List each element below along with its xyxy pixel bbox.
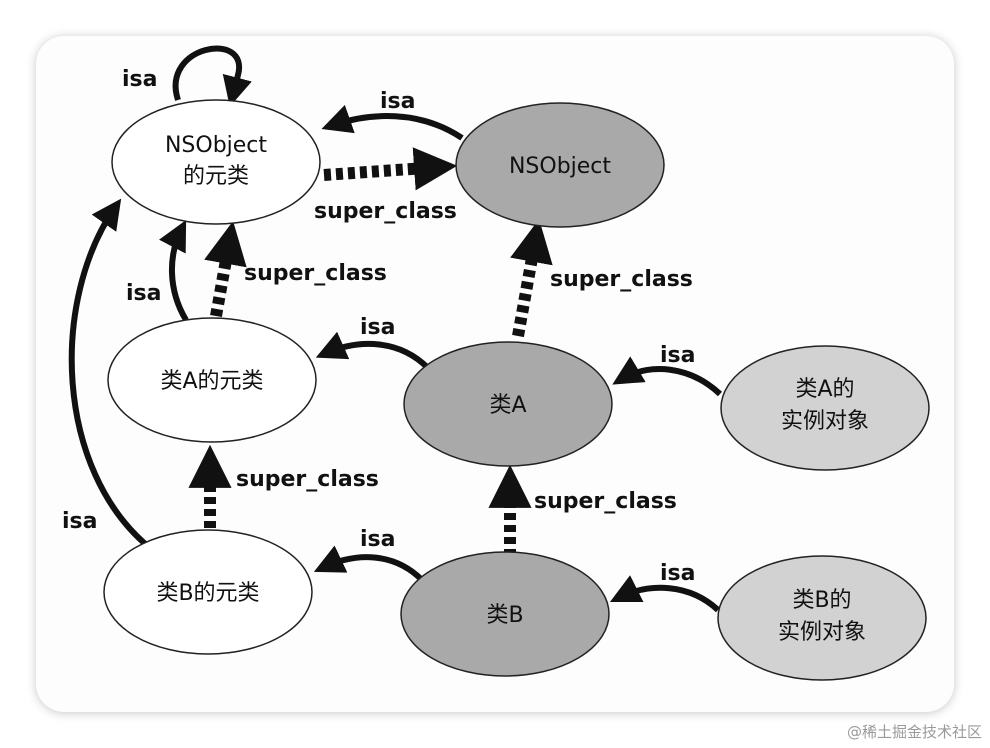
isa-nsobject-to-meta-arrow [321,104,464,141]
isa-classB-to-meta-arrow [313,545,425,583]
isa-instanceA-to-classA-arrow [612,356,723,397]
label-super-classA: super_class [550,267,693,292]
label-isa-classB-meta: isa [62,509,97,534]
label-isa-instanceA: isa [660,343,695,368]
label-super-nsobject-meta: super_class [314,199,457,224]
super-meta-to-nsobject-arrow [323,147,458,191]
label-isa-nsobject: isa [380,89,415,114]
node-classB-meta: 类B的元类 [103,529,313,655]
label-super-classB-meta: super_class [236,467,379,492]
node-nsobject-meta-line1: NSObject [165,133,267,158]
label-isa-self: isa [122,67,157,92]
node-instanceB-line1: 类B的 [792,588,851,613]
isa-classB-meta-to-root-arrow [68,198,152,551]
isa-instanceB-to-classB-arrow [609,575,721,613]
label-isa-classB: isa [360,527,395,552]
node-classB: 类B [400,551,610,677]
node-classA-meta: 类A的元类 [107,317,317,443]
isa-classA-to-meta-arrow [315,331,431,371]
label-isa-instanceB: isa [660,561,695,586]
label-super-classB: super_class [534,489,677,514]
label-isa-classA-meta: isa [126,281,161,306]
super-classA-meta-to-root-arrow [204,220,247,318]
isa-self-loop-arrow [172,45,252,107]
label-isa-classA: isa [360,315,395,340]
node-instanceA: 类A的 实例对象 [720,345,930,471]
node-classA-label: 类A [489,393,526,418]
node-classB-label: 类B [486,603,523,628]
node-instanceA-line1: 类A的 [795,377,854,402]
label-super-classA-meta: super_class [244,261,387,286]
node-nsobject-label: NSObject [509,154,611,179]
node-classA-meta-label: 类A的元类 [160,369,263,394]
super-classA-to-nsobject-arrow [510,218,553,338]
node-nsobject-meta: NSObject 的元类 [111,99,321,225]
isa-classA-meta-to-root-arrow [159,220,189,322]
node-instanceB: 类B的 实例对象 [717,555,927,681]
node-nsobject: NSObject [455,102,665,228]
node-nsobject-meta-line2: 的元类 [183,164,249,189]
node-instanceA-line2: 实例对象 [781,409,869,434]
node-instanceB-line2: 实例对象 [778,620,866,645]
node-classB-meta-label: 类B的元类 [156,581,259,606]
node-classA: 类A [403,341,613,467]
watermark-text: @稀土掘金技术社区 [846,723,982,741]
